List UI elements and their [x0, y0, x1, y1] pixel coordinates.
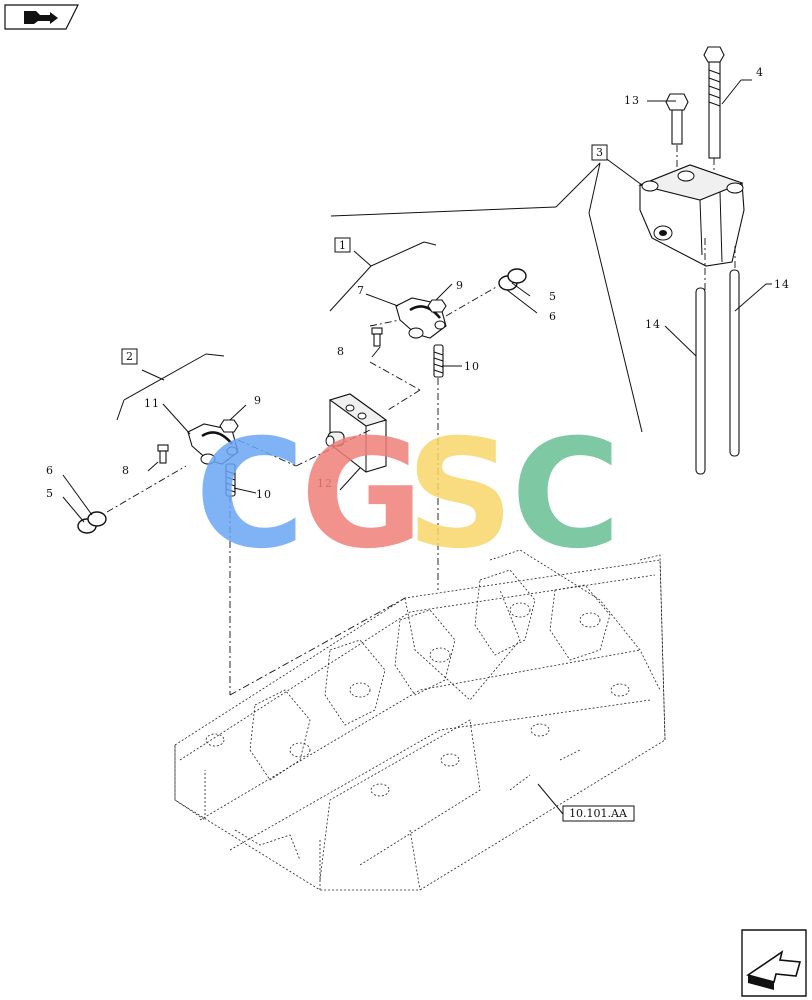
group-2-leaders [62, 353, 406, 696]
callout-9-upper[interactable]: 9 [456, 279, 464, 292]
header-book-icon[interactable] [4, 4, 79, 30]
nut-9-upper [427, 299, 447, 313]
callout-6-upper[interactable]: 6 [549, 310, 557, 323]
cylinder-head-drawing [174, 549, 666, 891]
snap-rings-upper [498, 268, 527, 291]
group-3-leaders [330, 79, 772, 433]
callout-8-lower[interactable]: 8 [122, 464, 130, 477]
group-3-number: 3 [596, 146, 603, 159]
callout-10-upper[interactable]: 10 [464, 360, 480, 373]
screw-8-lower [157, 444, 169, 464]
watermark-letter-4: C [511, 408, 621, 582]
next-page-arrow-icon[interactable] [741, 929, 807, 997]
reference-code: 10.101.AA [569, 807, 628, 820]
callout-12[interactable]: 12 [317, 477, 333, 490]
push-rod-left [695, 287, 706, 475]
callout-14-right[interactable]: 14 [774, 278, 790, 291]
watermark-letter-3: S [406, 408, 514, 582]
reference-leader-line [537, 783, 564, 815]
callout-11[interactable]: 11 [144, 397, 160, 410]
snap-rings-lower [77, 511, 107, 534]
reference-label[interactable]: 10.101.AA [562, 805, 635, 822]
group-1-number: 1 [339, 239, 346, 252]
group-box-1[interactable]: 1 [334, 237, 351, 253]
group-box-3[interactable]: 3 [591, 144, 608, 161]
rocker-support-assembly [638, 164, 745, 267]
callout-13[interactable]: 13 [624, 94, 640, 107]
callout-14-left[interactable]: 14 [645, 318, 661, 331]
watermark-letter-1: C [195, 408, 305, 582]
callout-6-lower[interactable]: 6 [46, 464, 54, 477]
screw-8-upper [371, 327, 383, 347]
rocker-arm-11 [187, 423, 239, 465]
watermark-letter-2: G [300, 408, 423, 582]
bolt-4 [703, 46, 725, 159]
push-rod-right [729, 269, 740, 457]
nut-9-lower [219, 419, 239, 433]
callout-4[interactable]: 4 [756, 66, 764, 79]
stud-10-upper [433, 344, 444, 378]
callout-5-lower[interactable]: 5 [46, 487, 54, 500]
group-box-2[interactable]: 2 [121, 348, 138, 365]
callout-9-lower[interactable]: 9 [254, 394, 262, 407]
stud-10-lower [225, 463, 236, 497]
callout-10-lower[interactable]: 10 [256, 488, 272, 501]
callout-7[interactable]: 7 [357, 284, 365, 297]
group-2-number: 2 [126, 350, 133, 363]
callout-8-upper[interactable]: 8 [337, 345, 345, 358]
watermark: C G S C [195, 408, 621, 582]
bolt-13 [665, 93, 689, 145]
support-block-12 [325, 393, 388, 491]
group-1-leaders [329, 241, 538, 590]
callout-5-upper[interactable]: 5 [549, 290, 557, 303]
